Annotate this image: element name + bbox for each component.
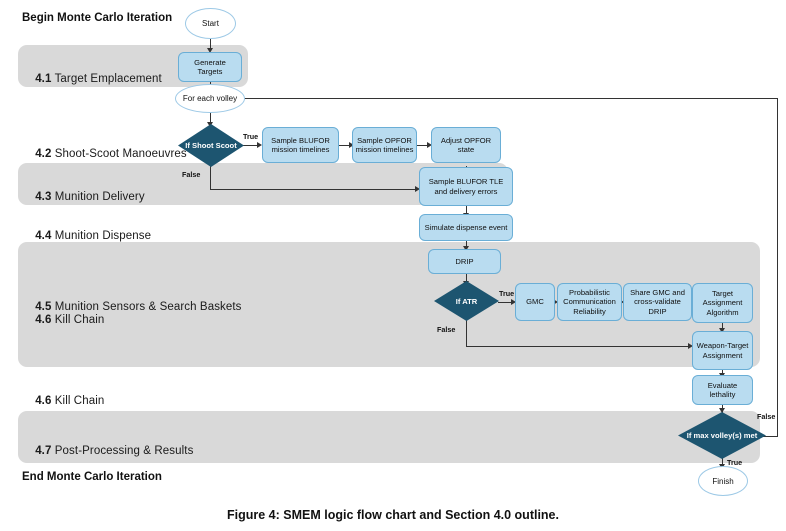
edge-weapon-to-lethality (722, 367, 724, 377)
edge-shootscoot-false-horizontal (210, 189, 418, 191)
section-title-4-4: Munition Dispense (51, 229, 152, 242)
edge-maxvolley-false-horizontal (755, 436, 778, 438)
node-evaluate-lethality[interactable]: Evaluate lethality (692, 375, 753, 405)
node-finish[interactable]: Finish (698, 466, 748, 496)
edge-shootscoot-true (242, 145, 260, 147)
node-weapon-target-assignment[interactable]: Weapon-Target Assignment (692, 331, 753, 370)
section-title-4-2: Shoot-Scoot Manoeuvres (51, 147, 187, 160)
edge-label-maxvolley-false: False (757, 412, 776, 421)
arrowhead-gmc-to-prob (553, 298, 558, 305)
node-generate-targets[interactable]: Generate Targets (178, 52, 242, 82)
node-drip[interactable]: DRIP (428, 249, 501, 274)
section-title-4-5: Munition Sensors & Search Baskets (51, 301, 242, 313)
section-label-4-1: 4.1 Target Emplacement (22, 59, 162, 100)
section-title-4-6b: Kill Chain (51, 394, 105, 407)
arrowhead-target-to-weapon (719, 328, 725, 333)
edge-target-to-weapon (722, 322, 724, 332)
section-label-4-6b: 4.6 Kill Chain (22, 381, 104, 422)
section-label-4-4: 4.4 Munition Dispense (22, 216, 151, 257)
node-if-shoot-scoot[interactable]: If Shoot Scoot (178, 124, 244, 167)
node-simulate-dispense[interactable]: Simulate dispense event (419, 214, 513, 241)
arrowhead-dispense-to-drip (463, 246, 469, 251)
node-label-if-max-volleys: If max volley(s) met (686, 431, 758, 440)
section-number-4-1: 4.1 (35, 72, 52, 85)
begin-iteration-label: Begin Monte Carlo Iteration (22, 12, 173, 24)
edge-drip-to-atr (466, 273, 468, 285)
edge-label-shootscoot-true: True (243, 132, 259, 141)
section-label-4-7: 4.7 Post-Processing & Results (22, 431, 193, 472)
edge-label-atr-false: False (437, 325, 456, 334)
node-adjust-opfor-state[interactable]: Adjust OPFOR state (431, 127, 501, 163)
edge-tle-to-dispense (466, 205, 468, 217)
edge-atr-false-horizontal (466, 346, 691, 348)
end-iteration-label: End Monte Carlo Iteration (22, 471, 162, 483)
node-sample-blufor-tle[interactable]: Sample BLUFOR TLE and delivery errors (419, 167, 513, 206)
node-for-each-volley[interactable]: For each volley (175, 84, 245, 113)
node-prob-comm-reliability[interactable]: Probabilistic Communication Reliability (557, 283, 622, 321)
section-label-4-3: 4.3 Munition Delivery (22, 177, 145, 218)
node-share-gmc-cross-validate[interactable]: Share GMC and cross-validate DRIP (623, 283, 692, 321)
section-title-4-3: Munition Delivery (51, 190, 145, 203)
section-band-4-7 (18, 411, 760, 463)
arrowhead-blufor-to-opfor (349, 141, 354, 148)
section-number-4-6b: 4.6 (35, 394, 52, 407)
arrowhead-volley-to-shootscoot (207, 122, 213, 127)
section-label-4-6: 4.6 Kill Chain (22, 301, 104, 340)
edge-return-to-volley (238, 98, 778, 100)
section-label-4-5: 4.5 Munition Sensors & Search Baskets (22, 288, 242, 327)
arrowhead-opfor-to-adjust (427, 141, 432, 148)
node-gmc[interactable]: GMC (515, 283, 555, 321)
arrowhead-lethality-to-maxvolley (719, 408, 725, 413)
section-label-4-2: 4.2 Shoot-Scoot Manoeuvres (22, 134, 187, 175)
section-title-4-7: Post-Processing & Results (51, 444, 194, 457)
node-target-assignment-algorithm[interactable]: Target Assignment Algorithm (692, 283, 753, 323)
node-sample-opfor-timelines[interactable]: Sample OPFOR mission timelines (352, 127, 417, 163)
edge-start-to-generate (210, 38, 212, 50)
section-number-4-3: 4.3 (35, 190, 52, 203)
node-sample-blufor-timelines[interactable]: Sample BLUFOR mission timelines (262, 127, 339, 163)
arrowhead-atr-false (688, 342, 693, 349)
section-title-4-1: Target Emplacement (51, 72, 162, 85)
node-start[interactable]: Start (185, 8, 236, 39)
arrowhead-shootscoot-true (257, 141, 262, 148)
section-number-4-7: 4.7 (35, 444, 52, 457)
edge-atr-false-vertical (466, 319, 468, 347)
arrowhead-atr-true (511, 298, 516, 305)
node-if-atr[interactable]: If ATR (434, 281, 499, 321)
section-number-4-4: 4.4 (35, 229, 52, 242)
edge-shootscoot-false-vertical (210, 166, 212, 190)
section-number-4-6: 4.6 (35, 314, 52, 326)
edge-label-atr-true: True (499, 289, 515, 298)
node-label-if-atr: If ATR (455, 296, 478, 306)
edge-maxvolley-false-vertical (777, 98, 779, 437)
edge-opfor-to-adjust (416, 145, 430, 147)
section-number-4-2: 4.2 (35, 147, 52, 160)
edge-label-shootscoot-false: False (182, 170, 201, 179)
edge-atr-true (498, 302, 514, 304)
arrowhead-shootscoot-false (415, 186, 420, 192)
node-label-if-shoot-scoot: If Shoot Scoot (185, 141, 237, 150)
section-number-4-5: 4.5 (35, 301, 52, 313)
node-if-max-volleys-met[interactable]: If max volley(s) met (678, 412, 766, 459)
figure-caption: Figure 4: SMEM logic flow chart and Sect… (227, 508, 559, 522)
edge-volley-to-shootscoot (210, 112, 212, 124)
edge-dispense-to-drip (466, 240, 468, 251)
section-title-4-6: Kill Chain (51, 314, 105, 326)
edge-label-maxvolley-true: True (727, 458, 743, 467)
arrowhead-start-to-generate (207, 48, 213, 53)
edge-blufor-to-opfor (338, 145, 352, 147)
